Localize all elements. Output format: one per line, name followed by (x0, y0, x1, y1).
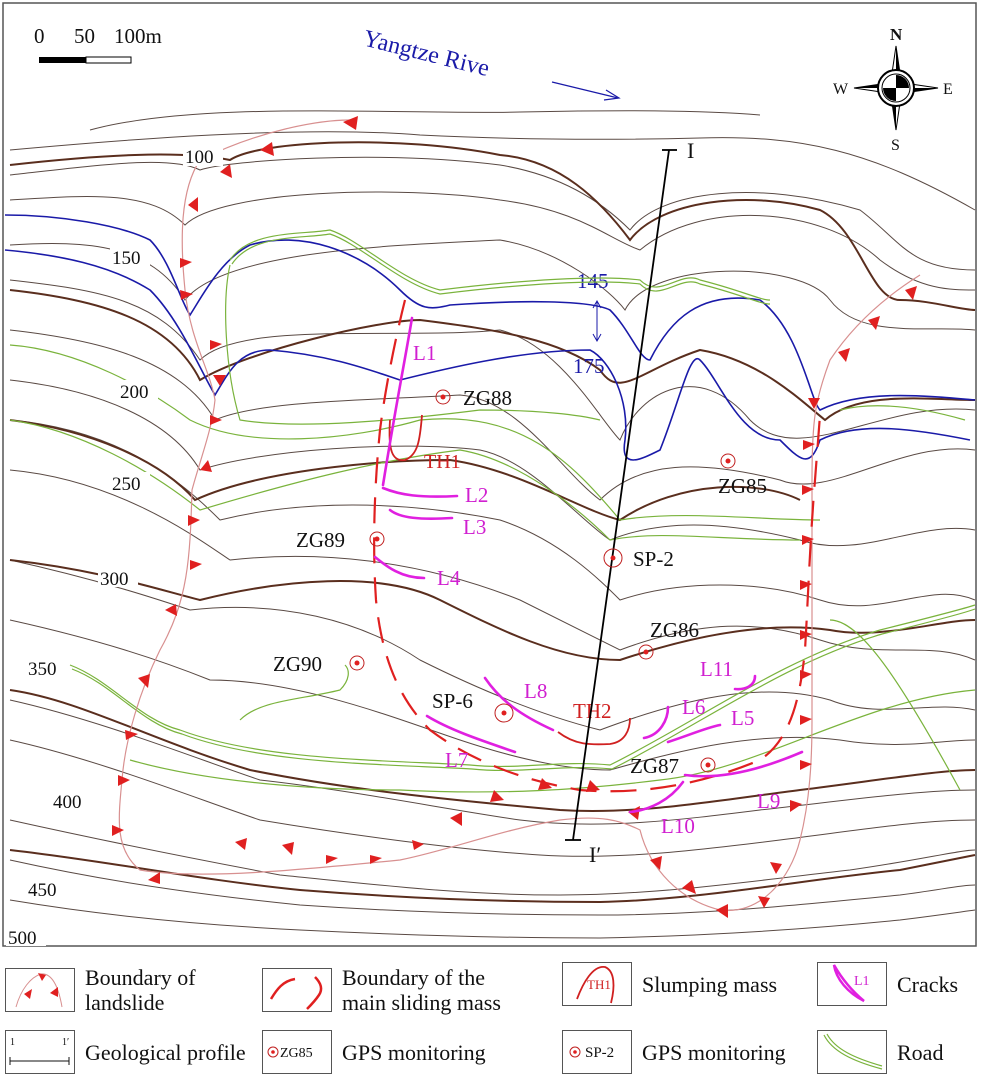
svg-text:ZG88: ZG88 (463, 386, 512, 410)
profile-start-label: I (687, 138, 694, 163)
legend-gps-zg-swatch: ZG85 (262, 1030, 332, 1074)
legend-gps-zg: ZG85 GPS monitoring (262, 1030, 486, 1074)
svg-text:350: 350 (28, 659, 57, 680)
water-level-145: 145 (577, 269, 609, 293)
svg-text:ZG90: ZG90 (273, 652, 322, 676)
svg-text:SP-2: SP-2 (633, 547, 674, 571)
svg-text:L3: L3 (463, 515, 486, 539)
scale-label-50: 50 (74, 24, 95, 48)
svg-text:150: 150 (112, 248, 141, 269)
svg-text:1′: 1′ (62, 1037, 69, 1048)
main-sliding-mass-boundary (373, 299, 822, 793)
legend-landslide-boundary-swatch (5, 968, 75, 1012)
svg-text:250: 250 (112, 474, 141, 495)
crack-l11 (733, 674, 757, 691)
landslide-boundary (112, 116, 921, 918)
landslide-map: 0 50 100m Yangtze Rive N S E W (2, 2, 977, 948)
svg-text:L9: L9 (757, 789, 780, 813)
svg-text:300: 300 (100, 569, 129, 590)
gps-point-zg85[interactable]: ZG85 (718, 453, 767, 498)
svg-text:L4: L4 (437, 566, 461, 590)
legend-gps-sp-swatch: SP-2 (562, 1030, 632, 1074)
crack-labels: L1 L2 L3 L4 L5 L6 L7 L8 L9 L10 L11 (413, 341, 780, 838)
svg-text:L5: L5 (731, 706, 754, 730)
svg-text:ZG89: ZG89 (296, 528, 345, 552)
legend-slumping-mass: TH1 Slumping mass (562, 962, 777, 1006)
svg-text:L6: L6 (682, 695, 705, 719)
contour-labels: 100 150 200 250 300 350 400 450 500 (6, 146, 223, 948)
svg-text:ZG85: ZG85 (718, 474, 767, 498)
water-level-175: 175 (573, 354, 605, 378)
crack-l7 (425, 714, 517, 754)
crack-l10 (628, 780, 685, 814)
legend-gps-sp: SP-2 GPS monitoring (562, 1030, 786, 1074)
label-th1: TH1 (424, 451, 461, 473)
geological-profile-line: I I′ (565, 138, 694, 867)
legend-road-swatch (817, 1030, 887, 1074)
water-level-labels: 145 175 (573, 269, 609, 378)
gps-point-zg87[interactable]: ZG87 (630, 754, 716, 778)
gps-point-zg86[interactable]: ZG86 (638, 618, 699, 660)
svg-text:W: W (833, 81, 849, 98)
water-level-lines (4, 214, 976, 461)
gps-point-zg90[interactable]: ZG90 (273, 652, 365, 676)
scale-bar: 0 50 100m (34, 24, 162, 64)
crack-l9 (683, 750, 804, 778)
legend-cracks: L1 Cracks (817, 962, 958, 1006)
legend-cracks-swatch: L1 (817, 962, 887, 1006)
svg-text:TH1: TH1 (587, 977, 611, 992)
svg-text:SP-2: SP-2 (585, 1045, 614, 1061)
profile-end-label: I′ (589, 842, 601, 867)
crack-l8 (483, 676, 555, 732)
legend-main-sliding-boundary-swatch (262, 968, 332, 1012)
svg-text:400: 400 (53, 792, 82, 813)
gps-point-sp6[interactable]: SP-6 (432, 689, 514, 723)
svg-text:S: S (891, 137, 900, 154)
compass-rose-icon: N S E W (833, 25, 953, 154)
crack-l6 (642, 705, 670, 740)
crack-l3 (388, 508, 454, 521)
svg-text:L8: L8 (524, 679, 547, 703)
svg-text:L1: L1 (413, 341, 436, 365)
crack-l2 (381, 486, 459, 498)
slumping-mass-th2 (557, 717, 631, 746)
cracks (373, 316, 804, 814)
flow-arrow-icon (551, 81, 619, 99)
legend-slumping-mass-swatch: TH1 (562, 962, 632, 1006)
svg-text:100: 100 (185, 147, 214, 168)
scale-label-0: 0 (34, 24, 45, 48)
roads (9, 229, 976, 793)
index-contours (9, 141, 976, 904)
crack-l4 (373, 555, 426, 580)
scale-label-100m: 100m (114, 24, 162, 48)
svg-text:ZG87: ZG87 (630, 754, 679, 778)
gps-point-zg88[interactable]: ZG88 (435, 386, 512, 410)
svg-text:SP-6: SP-6 (432, 689, 473, 713)
svg-text:L10: L10 (661, 814, 695, 838)
svg-text:200: 200 (120, 382, 149, 403)
legend-road: Road (817, 1030, 943, 1074)
svg-text:E: E (943, 81, 953, 98)
svg-text:ZG86: ZG86 (650, 618, 699, 642)
svg-text:ZG85: ZG85 (280, 1046, 313, 1061)
svg-text:L7: L7 (445, 748, 468, 772)
gps-point-zg89[interactable]: ZG89 (296, 528, 385, 552)
crack-l1 (381, 316, 414, 487)
gps-points: ZG88 ZG85 ZG89 ZG86 ZG90 ZG87 SP-2 SP-6 (273, 386, 767, 778)
legend-geological-profile-swatch: 1 1′ (5, 1030, 75, 1074)
svg-text:500: 500 (8, 928, 37, 948)
svg-text:450: 450 (28, 880, 57, 901)
svg-text:1: 1 (10, 1037, 15, 1048)
svg-text:L11: L11 (700, 657, 733, 681)
svg-text:L2: L2 (465, 483, 488, 507)
crack-l5 (666, 723, 722, 744)
svg-text:L1: L1 (854, 974, 870, 989)
svg-text:N: N (890, 25, 903, 44)
gps-point-sp2[interactable]: SP-2 (603, 547, 674, 571)
